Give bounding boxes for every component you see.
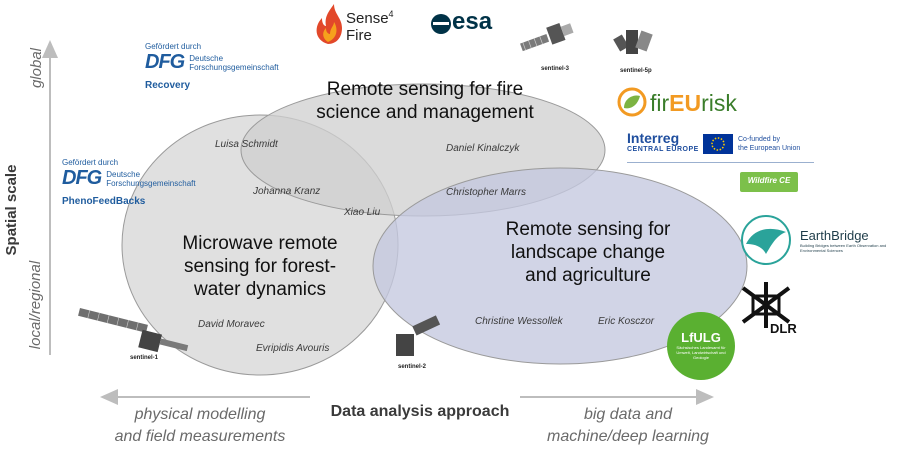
x-axis-title: Data analysis approach (330, 403, 510, 420)
y-axis-global-label: global (28, 47, 45, 89)
wildfire-ce-text: Wildfire CE (747, 176, 791, 185)
eu-cofunded-line-2: the European Union (738, 145, 801, 152)
dfg2-name-line-2: Forschungsgemeinschaft (106, 178, 196, 188)
y-axis-title: Spatial scale (3, 164, 20, 256)
x-left-line-1: physical modelling (134, 406, 266, 423)
landscape-circle-title: Remote sensing for landscape change and … (468, 218, 708, 287)
fire-circle-title: Remote sensing for fire science and mana… (275, 78, 575, 124)
landscape-title-line-2: landscape change (510, 242, 666, 263)
sense4fire-logo: Sense4 Fire (346, 6, 394, 44)
lfulg-sub: Sächsisches Landesamt für Umwelt, Landwi… (676, 345, 726, 360)
dfg1-funded-text: Gefördert durch (145, 42, 202, 51)
eu-cofunded-text: Co-funded by the European Union (738, 135, 800, 153)
landscape-title-line-1: Remote sensing for (505, 219, 671, 240)
person-luisa-schmidt: Luisa Schmidt (215, 139, 278, 150)
dlr-logo-text: DLR (770, 321, 797, 336)
interreg-logo: Interreg CENTRAL EUROPE (627, 130, 699, 153)
person-eric-kosczor: Eric Kosczor (598, 316, 655, 327)
interreg-line-2: CENTRAL EUROPE (627, 146, 699, 153)
sense4fire-line-2: Fire (346, 27, 372, 44)
person-evripidis-avouris: Evripidis Avouris (256, 343, 330, 354)
circle-landscape (372, 167, 748, 365)
fireurisk-leaf-icon (617, 87, 647, 117)
dfg2-abbr: DFG (62, 167, 102, 189)
fire-title-line-1: Remote sensing for fire (326, 79, 524, 100)
sentinel-1-icon (78, 308, 189, 353)
dfg1-project-name: Recovery (145, 80, 191, 91)
x-axis-right-label: big data and machine/deep learning (528, 404, 728, 448)
person-daniel-kinalczyk: Daniel Kinalczyk (446, 143, 520, 154)
person-christine-wessollek: Christine Wessollek (475, 316, 563, 327)
earthbridge-bird-icon (741, 215, 791, 265)
fireurisk-post: risk (701, 90, 737, 116)
x-right-line-1: big data and (583, 406, 673, 423)
earthbridge-logo-text: EarthBridge Building Bridges between Ear… (800, 228, 890, 253)
person-johanna-kranz: Johanna Kranz (253, 186, 321, 197)
lfulg-name: LfULG (681, 330, 721, 345)
x-right-line-2: machine/deep learning (547, 428, 709, 445)
sense4fire-flame-icon (316, 4, 342, 44)
sentinel-1-label: sentinel-1 (130, 355, 159, 361)
dfg1-abbr: DFG (145, 51, 185, 73)
fireurisk-logo-text: firEUrisk (650, 90, 737, 117)
x-axis-left-label: physical modelling and field measurement… (100, 404, 300, 448)
esa-logo-text: esa (452, 8, 493, 35)
person-xiao-liu: Xiao Liu (344, 207, 381, 218)
eu-cofunded-line-1: Co-funded by (738, 136, 781, 143)
dfg1-name-line-2: Forschungsgemeinschaft (189, 62, 279, 72)
dfg2-funded-text: Gefördert durch (62, 158, 119, 167)
sentinel-5p-label: sentinel-5p (620, 68, 652, 74)
microwave-circle-title: Microwave remote sensing for forest- wat… (150, 232, 370, 301)
eu-flag-icon (703, 134, 733, 154)
interreg-underline (627, 162, 814, 163)
sentinel-5p-icon (613, 30, 653, 54)
sentinel-2-label: sentinel-2 (398, 364, 427, 370)
dfg-recovery-logo: Gefördert durch DFG Deutsche Forschungsg… (145, 42, 279, 91)
y-axis-local-label: local/regional (27, 260, 44, 350)
esa-logo-icon (431, 14, 451, 34)
lfulg-logo-circle (667, 312, 735, 380)
microwave-title-line-2: sensing for forest- (183, 256, 337, 277)
dfg1-name-line-1: Deutsche (189, 53, 224, 63)
person-david-moravec: David Moravec (198, 319, 265, 330)
sentinel-2-icon (396, 315, 441, 356)
sentinel-3-icon (520, 22, 574, 52)
earthbridge-sub: Building Bridges between Earth Observati… (800, 243, 887, 253)
fire-title-line-2: science and management (316, 102, 534, 123)
sense4fire-line-1: Sense (346, 10, 389, 27)
fireurisk-mid: EU (669, 90, 702, 116)
dfg2-name-line-1: Deutsche (106, 169, 141, 179)
earthbridge-name: EarthBridge (800, 228, 869, 243)
wildfire-badge-icon (740, 172, 798, 192)
landscape-title-line-3: and agriculture (525, 265, 651, 286)
sense4fire-sup: 4 (388, 9, 394, 19)
sentinel-3-label: sentinel-3 (541, 66, 570, 72)
fireurisk-pre: fir (650, 90, 670, 116)
interreg-line-1: Interreg (627, 130, 680, 146)
lfulg-logo-text: LfULG Sächsisches Landesamt für Umwelt, … (667, 330, 735, 360)
dfg2-project-name: PhenoFeedBacks (62, 196, 146, 207)
person-christopher-marrs: Christopher Marrs (446, 187, 527, 198)
dlr-logo-icon (741, 282, 791, 328)
x-left-line-2: and field measurements (114, 428, 286, 445)
dfg-phenofeedbacks-logo: Gefördert durch DFG Deutsche Forschungsg… (62, 158, 196, 207)
microwave-title-line-3: water dynamics (194, 279, 326, 300)
microwave-title-line-1: Microwave remote (182, 233, 338, 254)
